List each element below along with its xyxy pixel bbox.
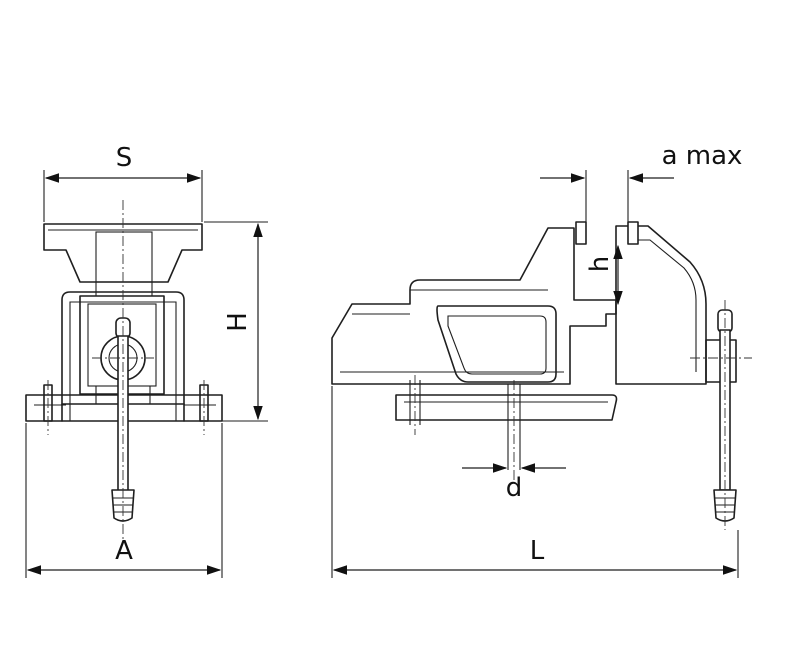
label-a-max: a max [662,141,743,171]
label-L: L [530,536,545,566]
label-h: h [585,256,615,272]
label-d: d [506,473,523,503]
label-H: H [223,312,253,332]
label-A: A [115,536,133,566]
side-view: a max h d L [331,141,752,578]
front-view: S H A [25,143,268,578]
label-S: S [116,143,133,173]
